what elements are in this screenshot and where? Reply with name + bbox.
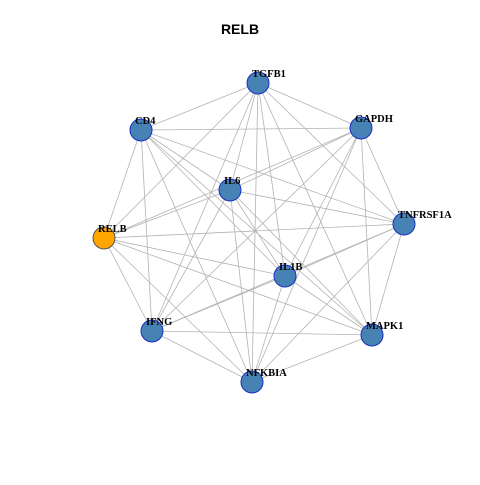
edge-il6-il1b	[229, 189, 286, 277]
node-label-tnfrsf1a: TNFRSF1A	[398, 210, 452, 221]
node-label-nfkbia: NFKBIA	[246, 368, 287, 379]
node-il6	[218, 178, 242, 202]
edge-tnfrsf1a-mapk1	[371, 223, 405, 336]
nodes-group	[92, 71, 416, 394]
graph-title: RELB	[220, 21, 260, 37]
edge-il1b-ifng	[151, 275, 286, 332]
edge-tgfb1-il6	[229, 82, 259, 191]
edge-il6-relb	[103, 189, 231, 239]
node-label-ifng: IFNG	[146, 317, 172, 328]
node-relb	[92, 226, 116, 250]
edge-tgfb1-gapdh	[257, 82, 362, 129]
edge-relb-ifng	[103, 237, 153, 332]
edge-cd4-gapdh	[140, 127, 362, 131]
edge-cd4-mapk1	[140, 129, 373, 336]
edge-tnfrsf1a-relb	[103, 223, 405, 239]
node-label-cd4: CD4	[135, 116, 156, 127]
edge-gapdh-tnfrsf1a	[360, 127, 405, 225]
edge-tgfb1-il1b	[257, 82, 286, 277]
edge-gapdh-ifng	[151, 127, 362, 332]
edge-tgfb1-nfkbia	[251, 82, 259, 383]
edge-il6-tnfrsf1a	[229, 189, 405, 225]
edge-tgfb1-relb	[103, 82, 259, 239]
node-label-mapk1: MAPK1	[366, 321, 403, 332]
edge-relb-mapk1	[103, 237, 373, 336]
node-cd4	[129, 118, 153, 142]
node-label-relb: RELB	[98, 224, 127, 235]
edge-cd4-tnfrsf1a	[140, 129, 405, 225]
edge-ifng-mapk1	[151, 330, 373, 336]
edge-mapk1-nfkbia	[251, 334, 373, 383]
edge-cd4-il6	[140, 129, 231, 191]
node-mapk1	[360, 323, 384, 347]
edge-gapdh-il6	[229, 127, 362, 191]
node-il1b	[273, 264, 297, 288]
edge-relb-nfkbia	[103, 237, 253, 383]
node-label-il1b: IL1B	[279, 262, 302, 273]
edges-group	[103, 82, 405, 383]
edge-cd4-ifng	[140, 129, 153, 332]
edge-il6-mapk1	[229, 189, 373, 336]
edge-gapdh-il1b	[284, 127, 362, 277]
edge-ifng-nfkbia	[151, 330, 253, 383]
node-gapdh	[349, 116, 373, 140]
node-nfkbia	[240, 370, 264, 394]
node-tnfrsf1a	[392, 212, 416, 236]
edge-gapdh-mapk1	[360, 127, 373, 336]
edge-il1b-nfkbia	[251, 275, 286, 383]
edge-cd4-il1b	[140, 129, 286, 277]
node-tgfb1	[246, 71, 270, 95]
edge-tgfb1-mapk1	[257, 82, 373, 336]
edge-il6-ifng	[151, 189, 231, 332]
node-label-gapdh: GAPDH	[355, 114, 393, 125]
edge-cd4-relb	[103, 129, 142, 239]
edge-gapdh-nfkbia	[251, 127, 362, 383]
edge-il1b-mapk1	[284, 275, 373, 336]
edge-relb-il1b	[103, 237, 286, 277]
edge-cd4-nfkbia	[140, 129, 253, 383]
node-label-il6: IL6	[224, 176, 240, 187]
edge-tgfb1-cd4	[140, 82, 259, 131]
edge-tnfrsf1a-nfkbia	[251, 223, 405, 383]
edge-il6-nfkbia	[229, 189, 253, 383]
edge-tgfb1-tnfrsf1a	[257, 82, 405, 225]
node-label-tgfb1: TGFB1	[252, 69, 286, 80]
edge-tgfb1-ifng	[151, 82, 259, 332]
node-ifng	[140, 319, 164, 343]
